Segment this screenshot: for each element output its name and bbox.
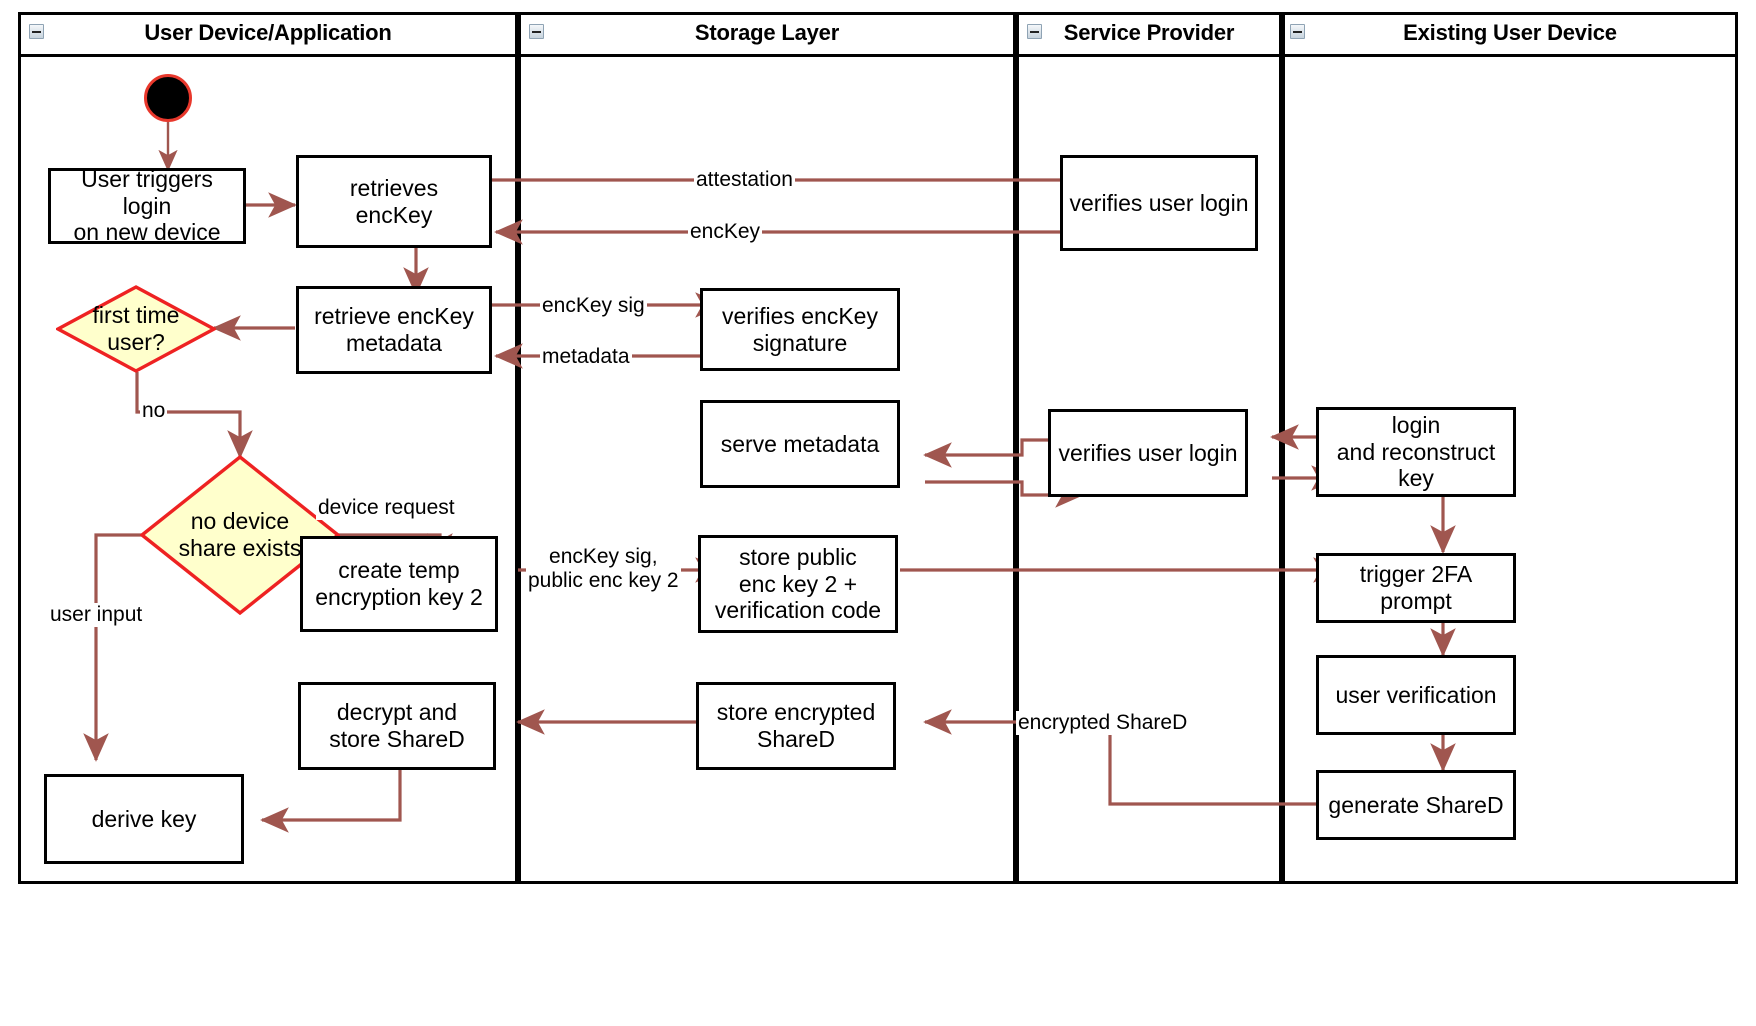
activity-login-and-reconstruct-key[interactable]: login and reconstruct key <box>1316 407 1516 497</box>
lane-title-storage-layer: Storage Layer <box>694 20 840 45</box>
diamond-shape <box>56 285 216 373</box>
minus-icon[interactable] <box>1027 24 1042 39</box>
activity-retrieves-enckey[interactable]: retrieves encKey <box>296 155 492 248</box>
lane-title-existing-user-device: Existing User Device <box>1403 20 1617 45</box>
decision-first-time-user[interactable]: first time user? <box>56 285 216 373</box>
edge-label-enckey-sig-public-enc-key-2: encKey sig, public enc key 2 <box>526 545 681 593</box>
activity-store-public-enc-key-2[interactable]: store public enc key 2 + verification co… <box>698 535 898 633</box>
activity-verifies-user-login-1[interactable]: verifies user login <box>1060 155 1258 251</box>
edge-label-attestation: attestation <box>694 168 795 192</box>
edge-label-metadata: metadata <box>540 345 632 369</box>
activity-serve-metadata[interactable]: serve metadata <box>700 400 900 488</box>
lane-title-user-device: User Device/Application <box>144 20 392 45</box>
activity-derive-key[interactable]: derive key <box>44 774 244 864</box>
activity-generate-shared[interactable]: generate ShareD <box>1316 770 1516 840</box>
edge-label-encrypted-shared: encrypted ShareD <box>1016 711 1190 735</box>
lane-header-storage-layer[interactable]: Storage Layer <box>518 12 1016 57</box>
lane-header-service-provider[interactable]: Service Provider <box>1016 12 1282 57</box>
lane-title-service-provider: Service Provider <box>1063 20 1235 45</box>
activity-create-temp-encryption-key-2[interactable]: create temp encryption key 2 <box>300 536 498 632</box>
edge-label-enckey: encKey <box>688 220 763 244</box>
lane-header-existing-user-device[interactable]: Existing User Device <box>1282 12 1738 57</box>
edge-label-user-input: user input <box>48 603 145 627</box>
minus-icon[interactable] <box>29 24 44 39</box>
edge-label-device-request: device request <box>316 496 457 520</box>
activity-verifies-enckey-signature[interactable]: verifies encKey signature <box>700 288 900 371</box>
diamond-shape <box>140 455 340 615</box>
activity-store-encrypted-shared[interactable]: store encrypted ShareD <box>696 682 896 770</box>
activity-user-verification[interactable]: user verification <box>1316 655 1516 735</box>
edge-label-no: no <box>140 399 168 423</box>
edge-label-enckey-sig: encKey sig <box>540 294 647 318</box>
minus-icon[interactable] <box>1290 24 1305 39</box>
activity-trigger-2fa-prompt[interactable]: trigger 2FA prompt <box>1316 553 1516 623</box>
minus-icon[interactable] <box>529 24 544 39</box>
activity-retrieve-enckey-metadata[interactable]: retrieve encKey metadata <box>296 286 492 374</box>
activity-decrypt-and-store-shared[interactable]: decrypt and store ShareD <box>298 682 496 770</box>
lane-header-user-device[interactable]: User Device/Application <box>18 12 518 57</box>
swimlane-user-device[interactable] <box>18 12 518 884</box>
initial-node <box>144 74 192 122</box>
activity-verifies-user-login-2[interactable]: verifies user login <box>1048 409 1248 497</box>
activity-user-triggers-login[interactable]: User triggers login on new device <box>48 166 246 245</box>
